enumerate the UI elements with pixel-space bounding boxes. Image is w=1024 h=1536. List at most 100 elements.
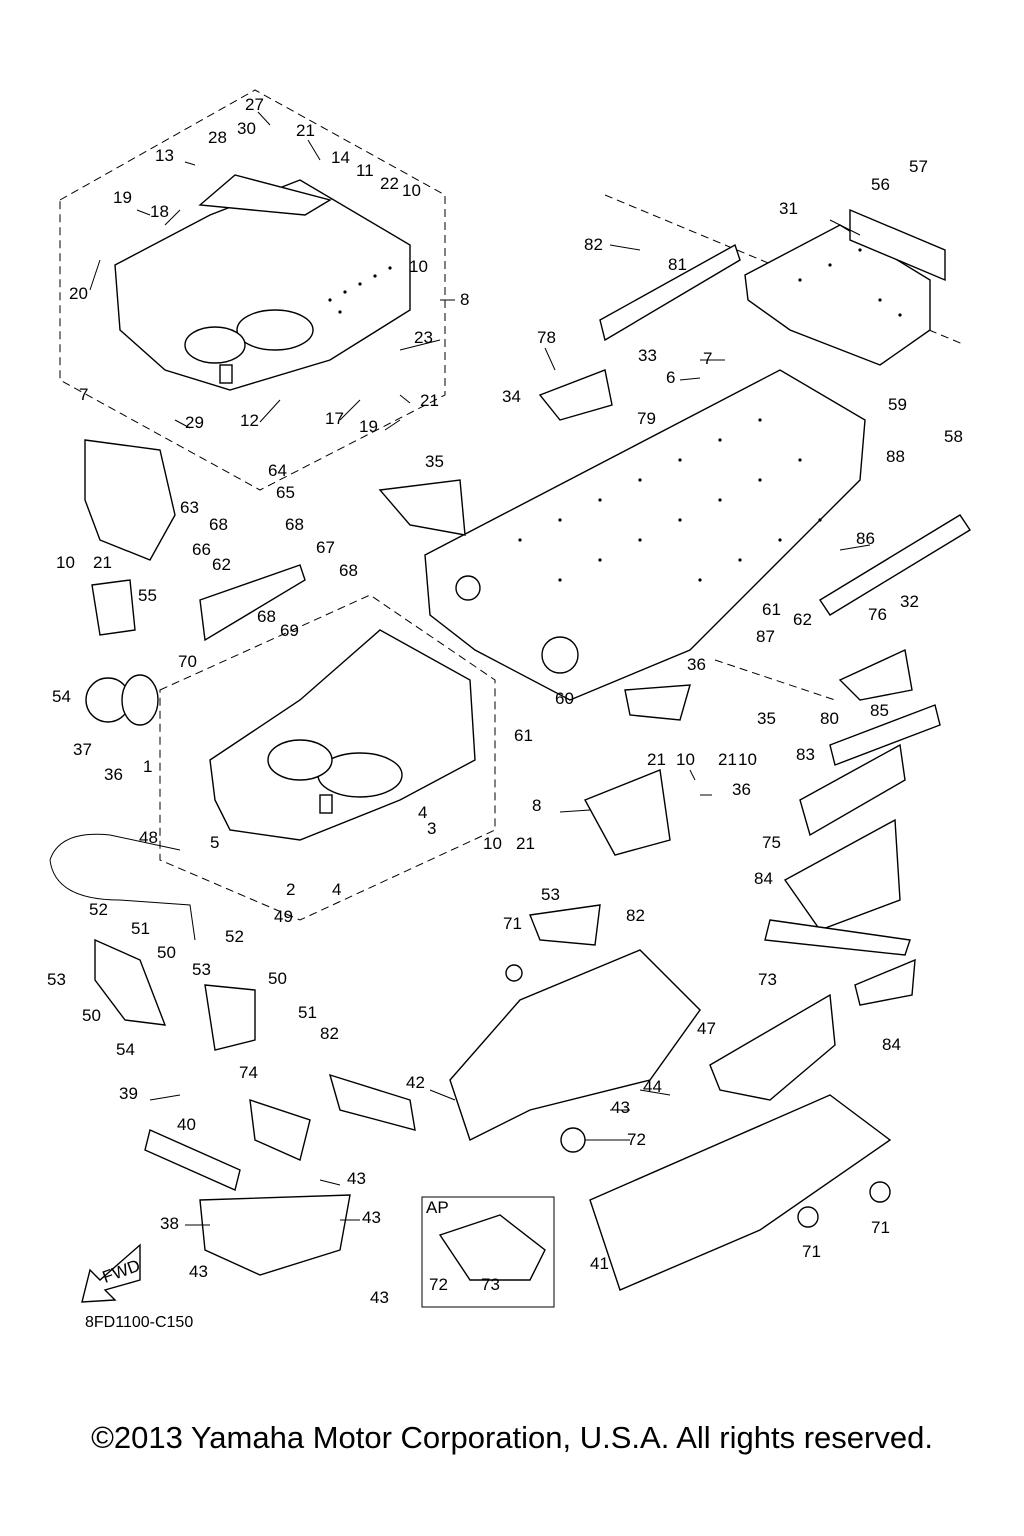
bracket-32 <box>624 684 691 721</box>
upper-front-frame <box>114 174 411 391</box>
callout-89: 84 <box>882 1035 901 1054</box>
bracket-48 <box>204 984 256 1051</box>
heat-shield-87 <box>799 743 906 837</box>
callout-32: 36 <box>687 655 706 674</box>
callout-4: 4 <box>332 880 341 899</box>
callout-73: 71 <box>503 914 522 933</box>
bracket-56 <box>91 579 136 636</box>
callout-10: 10 <box>738 750 757 769</box>
callout-21: 21 <box>93 553 112 572</box>
callout-38: 39 <box>119 1084 138 1103</box>
callout-23: 23 <box>414 328 433 347</box>
callout-77: 73 <box>758 970 777 989</box>
callout-36: 37 <box>73 740 92 759</box>
ap-inset-box <box>421 1196 555 1308</box>
callout-21: 21 <box>647 750 666 769</box>
callout-10: 10 <box>676 750 695 769</box>
callout-7: 7 <box>703 349 712 368</box>
callout-13: 11 <box>356 161 374 180</box>
callout-16: 14 <box>331 148 350 167</box>
tunnel <box>424 369 866 701</box>
callout-43: 43 <box>370 1288 389 1307</box>
footrest-81 <box>538 369 613 421</box>
callout-25: 28 <box>208 128 227 147</box>
footrest-80 <box>838 648 913 701</box>
callout-20: 20 <box>69 284 88 303</box>
callout-15: 13 <box>155 146 174 165</box>
plate-9 <box>84 439 176 561</box>
leader-lines <box>89 111 871 1226</box>
grommet-74 <box>560 1127 586 1153</box>
plug-72-b <box>869 1181 891 1203</box>
callout-10: 8 <box>460 290 469 309</box>
callout-75: 72 <box>429 1275 448 1294</box>
callout-46: 48 <box>139 828 158 847</box>
upper-frame-group-outline <box>59 89 446 491</box>
callout-52: 53 <box>192 960 211 979</box>
callout-55: 54 <box>52 687 71 706</box>
bracket-65 <box>199 564 306 642</box>
callout-14: 12 <box>240 411 259 430</box>
callout-43: 43 <box>347 1169 366 1188</box>
plug-73 <box>505 964 523 982</box>
heat-shield-90 <box>829 704 941 766</box>
callout-19: 19 <box>113 188 132 207</box>
bracket-85 <box>328 1073 416 1131</box>
callout-79: 75 <box>762 833 781 852</box>
heat-shield-88 <box>764 919 911 956</box>
callout-53: 53 <box>47 970 66 989</box>
callout-91: 86 <box>856 529 875 548</box>
callout-68: 66 <box>192 540 211 559</box>
callout-12: 10 <box>409 257 428 276</box>
callout-88: 84 <box>754 869 773 888</box>
bracket-33 <box>378 479 466 536</box>
callout-2: 2 <box>286 880 295 899</box>
callout-51: 52 <box>225 927 244 946</box>
callout-61: 60 <box>555 689 574 708</box>
callout-50: 51 <box>298 1003 317 1022</box>
bracket-8 <box>584 769 671 856</box>
boot-35 <box>121 674 159 726</box>
callout-87: 83 <box>796 745 815 764</box>
callout-29: 32 <box>900 592 919 611</box>
plate-86 <box>529 904 601 946</box>
callout-19: 19 <box>359 417 378 436</box>
fwd-arrow-icon <box>81 1243 141 1303</box>
callout-26: 29 <box>185 413 204 432</box>
callout-80: 76 <box>868 605 887 624</box>
callout-83: 81 <box>668 255 687 274</box>
callout-labels: 27 30 28 21 13 14 11 22 10 19 18 20 10 8… <box>47 95 963 1307</box>
callout-6: 6 <box>666 368 675 387</box>
callout-72: 71 <box>802 1242 821 1261</box>
callout-53: 54 <box>116 1040 135 1059</box>
callout-21: 21 <box>420 391 439 410</box>
callout-24: 27 <box>245 95 264 114</box>
callout-90: 85 <box>870 701 889 720</box>
callout-34: 36 <box>732 780 751 799</box>
callout-27: 30 <box>237 119 256 138</box>
bumper-46 <box>49 833 196 941</box>
callout-10: 10 <box>56 553 75 572</box>
callout-66: 63 <box>180 498 199 517</box>
callout-8: 8 <box>532 796 541 815</box>
callout-82: 80 <box>820 709 839 728</box>
callout-71: 68 <box>285 515 304 534</box>
plug-72-a <box>797 1206 819 1228</box>
callout-68: 67 <box>316 538 335 557</box>
part-75 <box>438 1214 546 1281</box>
lower-frame-group-outline <box>159 594 496 921</box>
callout-86: 82 <box>626 906 645 925</box>
callout-4: 4 <box>418 803 427 822</box>
callout-43: 43 <box>189 1262 208 1281</box>
callout-57: 56 <box>871 175 890 194</box>
callout-10: 10 <box>483 834 502 853</box>
shield-77 <box>709 993 836 1101</box>
callout-31: 35 <box>757 709 776 728</box>
ap-label: AP <box>426 1198 449 1217</box>
callout-51: 51 <box>131 919 150 938</box>
panel-41 <box>449 949 701 1141</box>
callout-33: 35 <box>425 452 444 471</box>
callout-28: 31 <box>779 199 798 218</box>
shield-89 <box>854 958 916 1006</box>
